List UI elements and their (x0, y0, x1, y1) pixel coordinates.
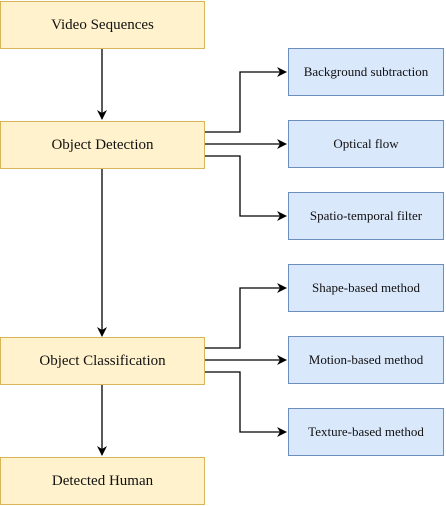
node-object-classification-label: Object Classification (39, 352, 166, 369)
edge-classification-to-texture-based (205, 371, 287, 437)
node-object-classification[interactable]: Object Classification (0, 337, 205, 385)
node-texture-based-method[interactable]: Texture-based method (288, 408, 444, 456)
edge-classification-to-shape-based (205, 283, 287, 349)
node-optical-flow[interactable]: Optical flow (288, 120, 444, 168)
node-object-detection-label: Object Detection (51, 136, 154, 153)
node-video-sequences-label: Video Sequences (51, 16, 154, 33)
edge-detection-to-background-subtraction (205, 67, 287, 133)
node-background-subtraction-label: Background subtraction (303, 64, 429, 79)
node-detected-human-label: Detected Human (51, 472, 154, 489)
node-spatio-temporal-filter[interactable]: Spatio-temporal filter (288, 192, 444, 240)
node-texture-based-method-label: Texture-based method (308, 424, 424, 439)
node-shape-based-method-label: Shape-based method (312, 280, 420, 295)
node-optical-flow-label: Optical flow (333, 136, 399, 151)
node-shape-based-method[interactable]: Shape-based method (288, 264, 444, 312)
node-object-detection[interactable]: Object Detection (0, 121, 205, 169)
node-detected-human[interactable]: Detected Human (0, 457, 205, 505)
node-video-sequences[interactable]: Video Sequences (0, 1, 205, 49)
node-motion-based-method[interactable]: Motion-based method (288, 336, 444, 384)
node-spatio-temporal-filter-label: Spatio-temporal filter (309, 208, 423, 223)
edge-detection-to-spatio-temporal-filter (205, 155, 287, 221)
node-motion-based-method-label: Motion-based method (308, 352, 424, 367)
node-background-subtraction[interactable]: Background subtraction (288, 48, 444, 96)
